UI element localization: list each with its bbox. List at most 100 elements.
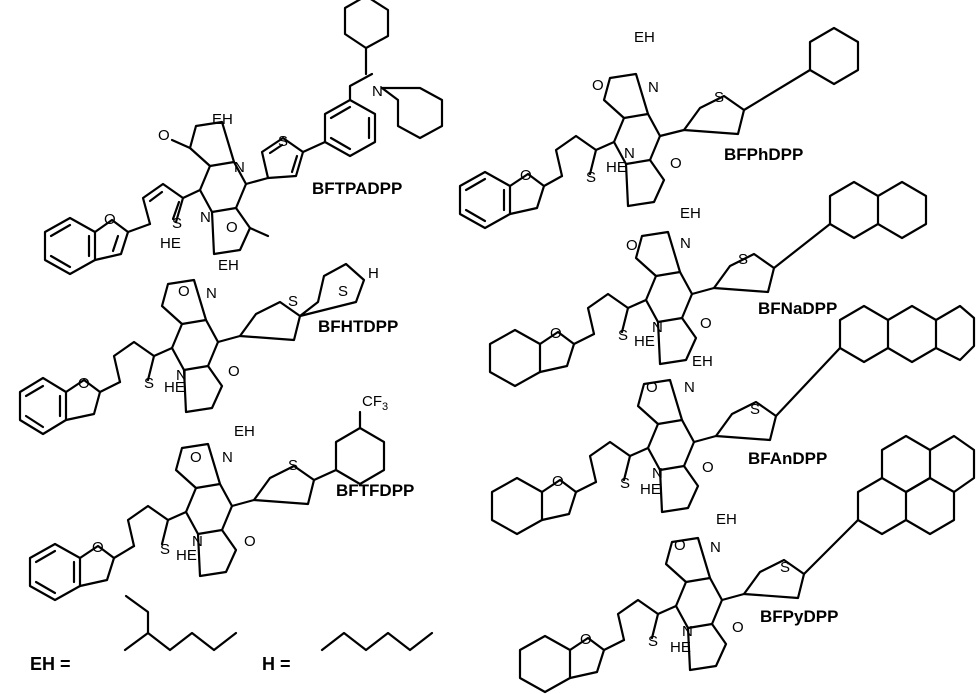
bond-line	[658, 128, 686, 138]
nitrogen-label: N	[648, 79, 659, 96]
nitrogen-label: N	[234, 159, 245, 176]
sulfur-label: S	[714, 89, 724, 106]
bond-line	[588, 440, 632, 484]
bond-line	[772, 222, 832, 270]
bond-line	[904, 476, 956, 536]
bond-line	[320, 631, 434, 652]
compound-name-bfandpp: BFAnDPP	[748, 449, 827, 468]
oxygen-label: O	[732, 619, 744, 636]
bond-line	[742, 558, 806, 600]
bond-line	[43, 216, 97, 276]
sulfur-label: S	[288, 293, 298, 310]
bond-line	[260, 136, 305, 180]
bond-line	[126, 222, 152, 234]
bond-line	[152, 346, 174, 358]
compound-name-bfnadpp: BFNaDPP	[758, 299, 837, 318]
oxygen-label: O	[228, 363, 240, 380]
bond-line	[174, 442, 222, 490]
bond-line	[934, 304, 976, 362]
sulfur-label: S	[648, 633, 658, 650]
bond-line	[876, 180, 928, 240]
bond-line	[646, 418, 696, 472]
sulfur-label: S	[750, 401, 760, 418]
sulfur-label: S	[278, 133, 288, 150]
oxygen-label: O	[670, 155, 682, 172]
oxygen-label: O	[78, 375, 90, 392]
nitrogen-label: N	[652, 319, 663, 336]
he-label: HE	[670, 639, 691, 656]
he-label: HE	[634, 333, 655, 350]
bond-line	[880, 434, 932, 494]
bond-line	[210, 206, 252, 256]
bond-line	[690, 286, 716, 296]
nitrogen-label: N	[206, 285, 217, 302]
bond-line	[141, 182, 185, 226]
oxygen-label: O	[592, 77, 604, 94]
he-label: HE	[160, 235, 181, 252]
bond-line	[123, 594, 150, 652]
eh-label: EH	[634, 29, 655, 46]
bond-line	[686, 622, 728, 672]
he-label: HE	[606, 159, 627, 176]
oxygen-label: O	[550, 325, 562, 342]
sulfur-label: S	[586, 169, 596, 186]
bond-line	[518, 634, 572, 694]
compound-name-bfhtdpp: BFHTDPP	[318, 317, 398, 336]
bond-line	[602, 72, 650, 120]
bond-line	[628, 446, 650, 458]
bond-line	[248, 226, 270, 238]
hexyl-legend-label: H =	[262, 654, 291, 674]
bond-line	[636, 378, 684, 426]
bond-line	[602, 638, 626, 652]
nitrogen-label: N	[652, 465, 663, 482]
bond-line	[720, 592, 746, 602]
bond-line	[348, 72, 374, 102]
bond-line	[323, 98, 377, 158]
sulfur-label: S	[160, 541, 170, 558]
bond-line	[692, 434, 718, 444]
eh-label: EH	[680, 205, 701, 222]
bond-line	[928, 434, 976, 494]
oxygen-label: O	[580, 631, 592, 648]
bond-line	[126, 504, 170, 548]
nitrogen-label: N	[710, 539, 721, 556]
bond-line	[170, 138, 192, 150]
oxygen-label: O	[104, 211, 116, 228]
bond-line	[656, 316, 698, 366]
hexyl-label: H	[368, 265, 379, 282]
bond-line	[170, 318, 220, 372]
he-label: HE	[176, 547, 197, 564]
bond-line	[34, 549, 76, 595]
bond-line	[572, 332, 596, 346]
bond-line	[644, 270, 694, 324]
bond-line	[238, 300, 302, 342]
nitrogen-label: N	[624, 145, 635, 162]
bond-line	[182, 364, 224, 414]
compound-name-bfphdpp: BFPhDPP	[724, 145, 803, 164]
bond-line	[148, 190, 181, 221]
sulfur-label: S	[144, 375, 154, 392]
nitrogen-label: N	[192, 533, 203, 550]
bond-line	[380, 86, 444, 140]
bond-line	[334, 426, 386, 486]
bond-line	[28, 542, 82, 602]
oxygen-label: O	[226, 219, 238, 236]
bond-line	[488, 328, 542, 388]
eh-label: EH	[212, 111, 233, 128]
bond-line	[298, 262, 366, 318]
nitrogen-label: N	[680, 235, 691, 252]
eh-label: EH	[234, 423, 255, 440]
nitrogen-label: N	[200, 209, 211, 226]
bond-line	[586, 292, 630, 336]
bond-line	[364, 0, 390, 50]
bond-line	[458, 170, 512, 230]
bond-line	[216, 334, 242, 344]
oxygen-label: O	[244, 533, 256, 550]
bond-line	[626, 298, 648, 310]
compound-name-bftpadpp: BFTPADPP	[312, 179, 402, 198]
cf3-label: CF3	[362, 393, 388, 413]
bond-line	[664, 536, 712, 584]
oxygen-label: O	[190, 449, 202, 466]
bond-line	[714, 400, 778, 442]
